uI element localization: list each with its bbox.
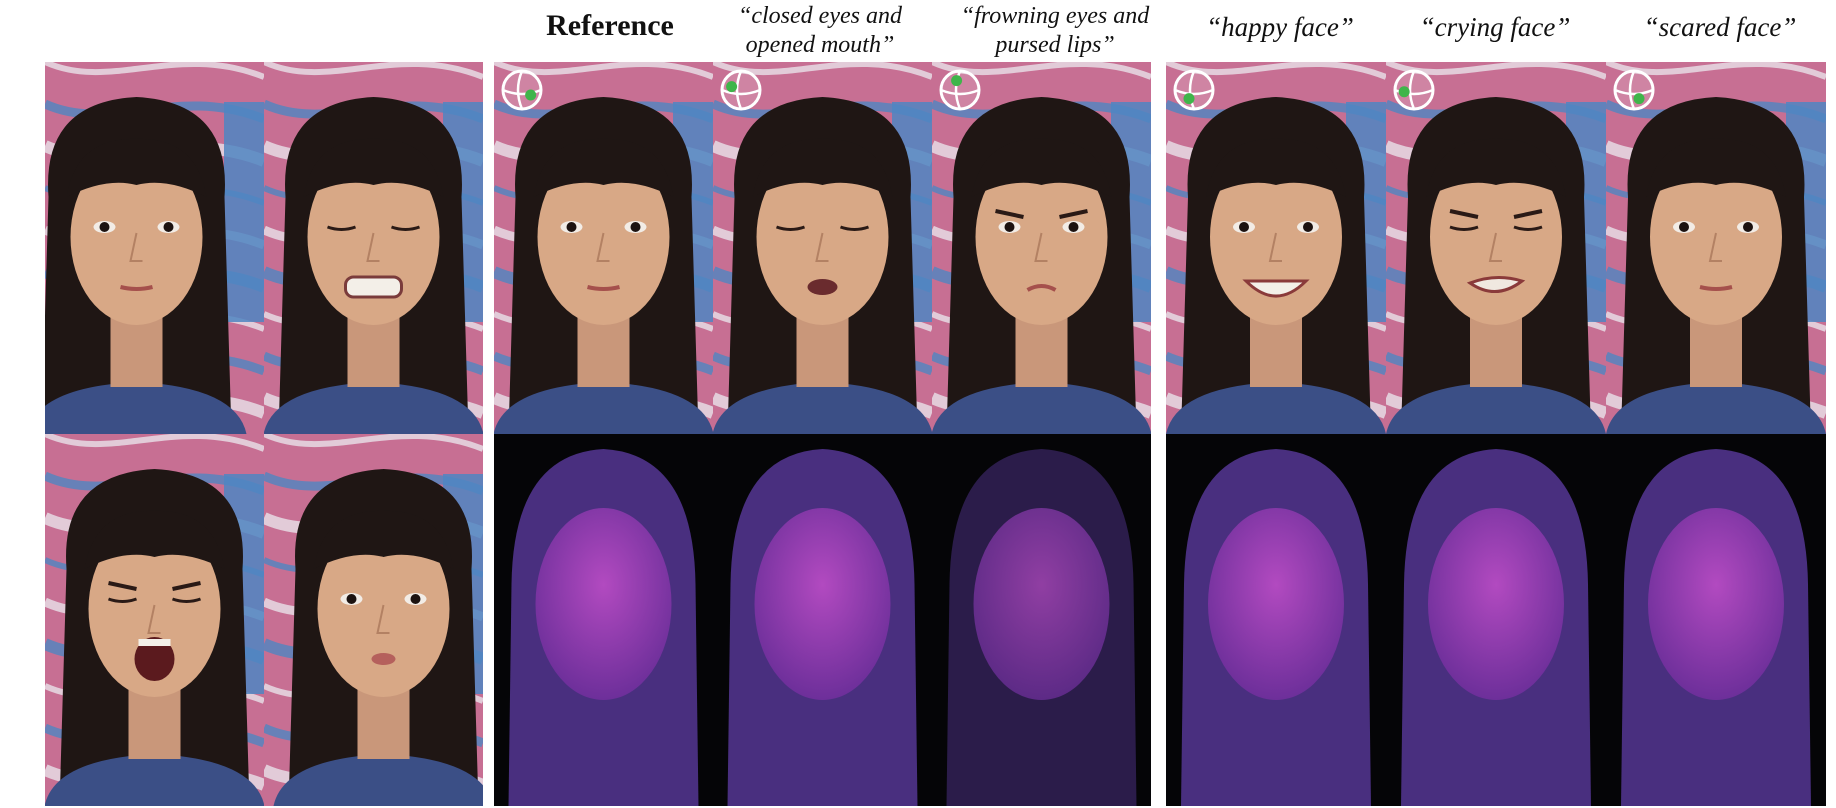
header-frowning-eyes-pursed-lips: “frowning eyes and pursed lips” (960, 3, 1150, 58)
result-rgb-closed-eyes-opened-mouth (713, 62, 932, 434)
header-scared-face: “scared face” (1643, 12, 1797, 42)
result-rgb-scared-face (1606, 62, 1826, 434)
header-reference: Reference (546, 9, 674, 42)
result-depth-crying-face (1386, 434, 1606, 806)
result-rgb-reference (494, 62, 713, 434)
result-depth-happy-face (1166, 434, 1386, 806)
input-frame-shout (45, 434, 264, 806)
result-rgb-happy-face (1166, 62, 1386, 434)
head-pose-icon (720, 69, 762, 111)
head-pose-icon (1393, 69, 1435, 111)
result-depth-reference (494, 434, 713, 806)
header-happy-face: “happy face” (1206, 12, 1354, 42)
head-pose-icon (1173, 69, 1215, 111)
result-depth-frowning-eyes-pursed-lips (932, 434, 1151, 806)
result-depth-scared-face (1606, 434, 1826, 806)
result-depth-closed-eyes-opened-mouth (713, 434, 932, 806)
header-crying-face: “crying face” (1419, 12, 1571, 42)
head-pose-icon (1613, 69, 1655, 111)
input-frame-grimace (264, 62, 483, 434)
input-frame-pout (264, 434, 483, 806)
head-pose-icon (939, 69, 981, 111)
result-rgb-crying-face (1386, 62, 1606, 434)
result-rgb-frowning-eyes-pursed-lips (932, 62, 1151, 434)
input-frame-neutral (45, 62, 264, 434)
head-pose-icon (501, 69, 543, 111)
header-closed-eyes-opened-mouth: “closed eyes and opened mouth” (738, 3, 902, 58)
